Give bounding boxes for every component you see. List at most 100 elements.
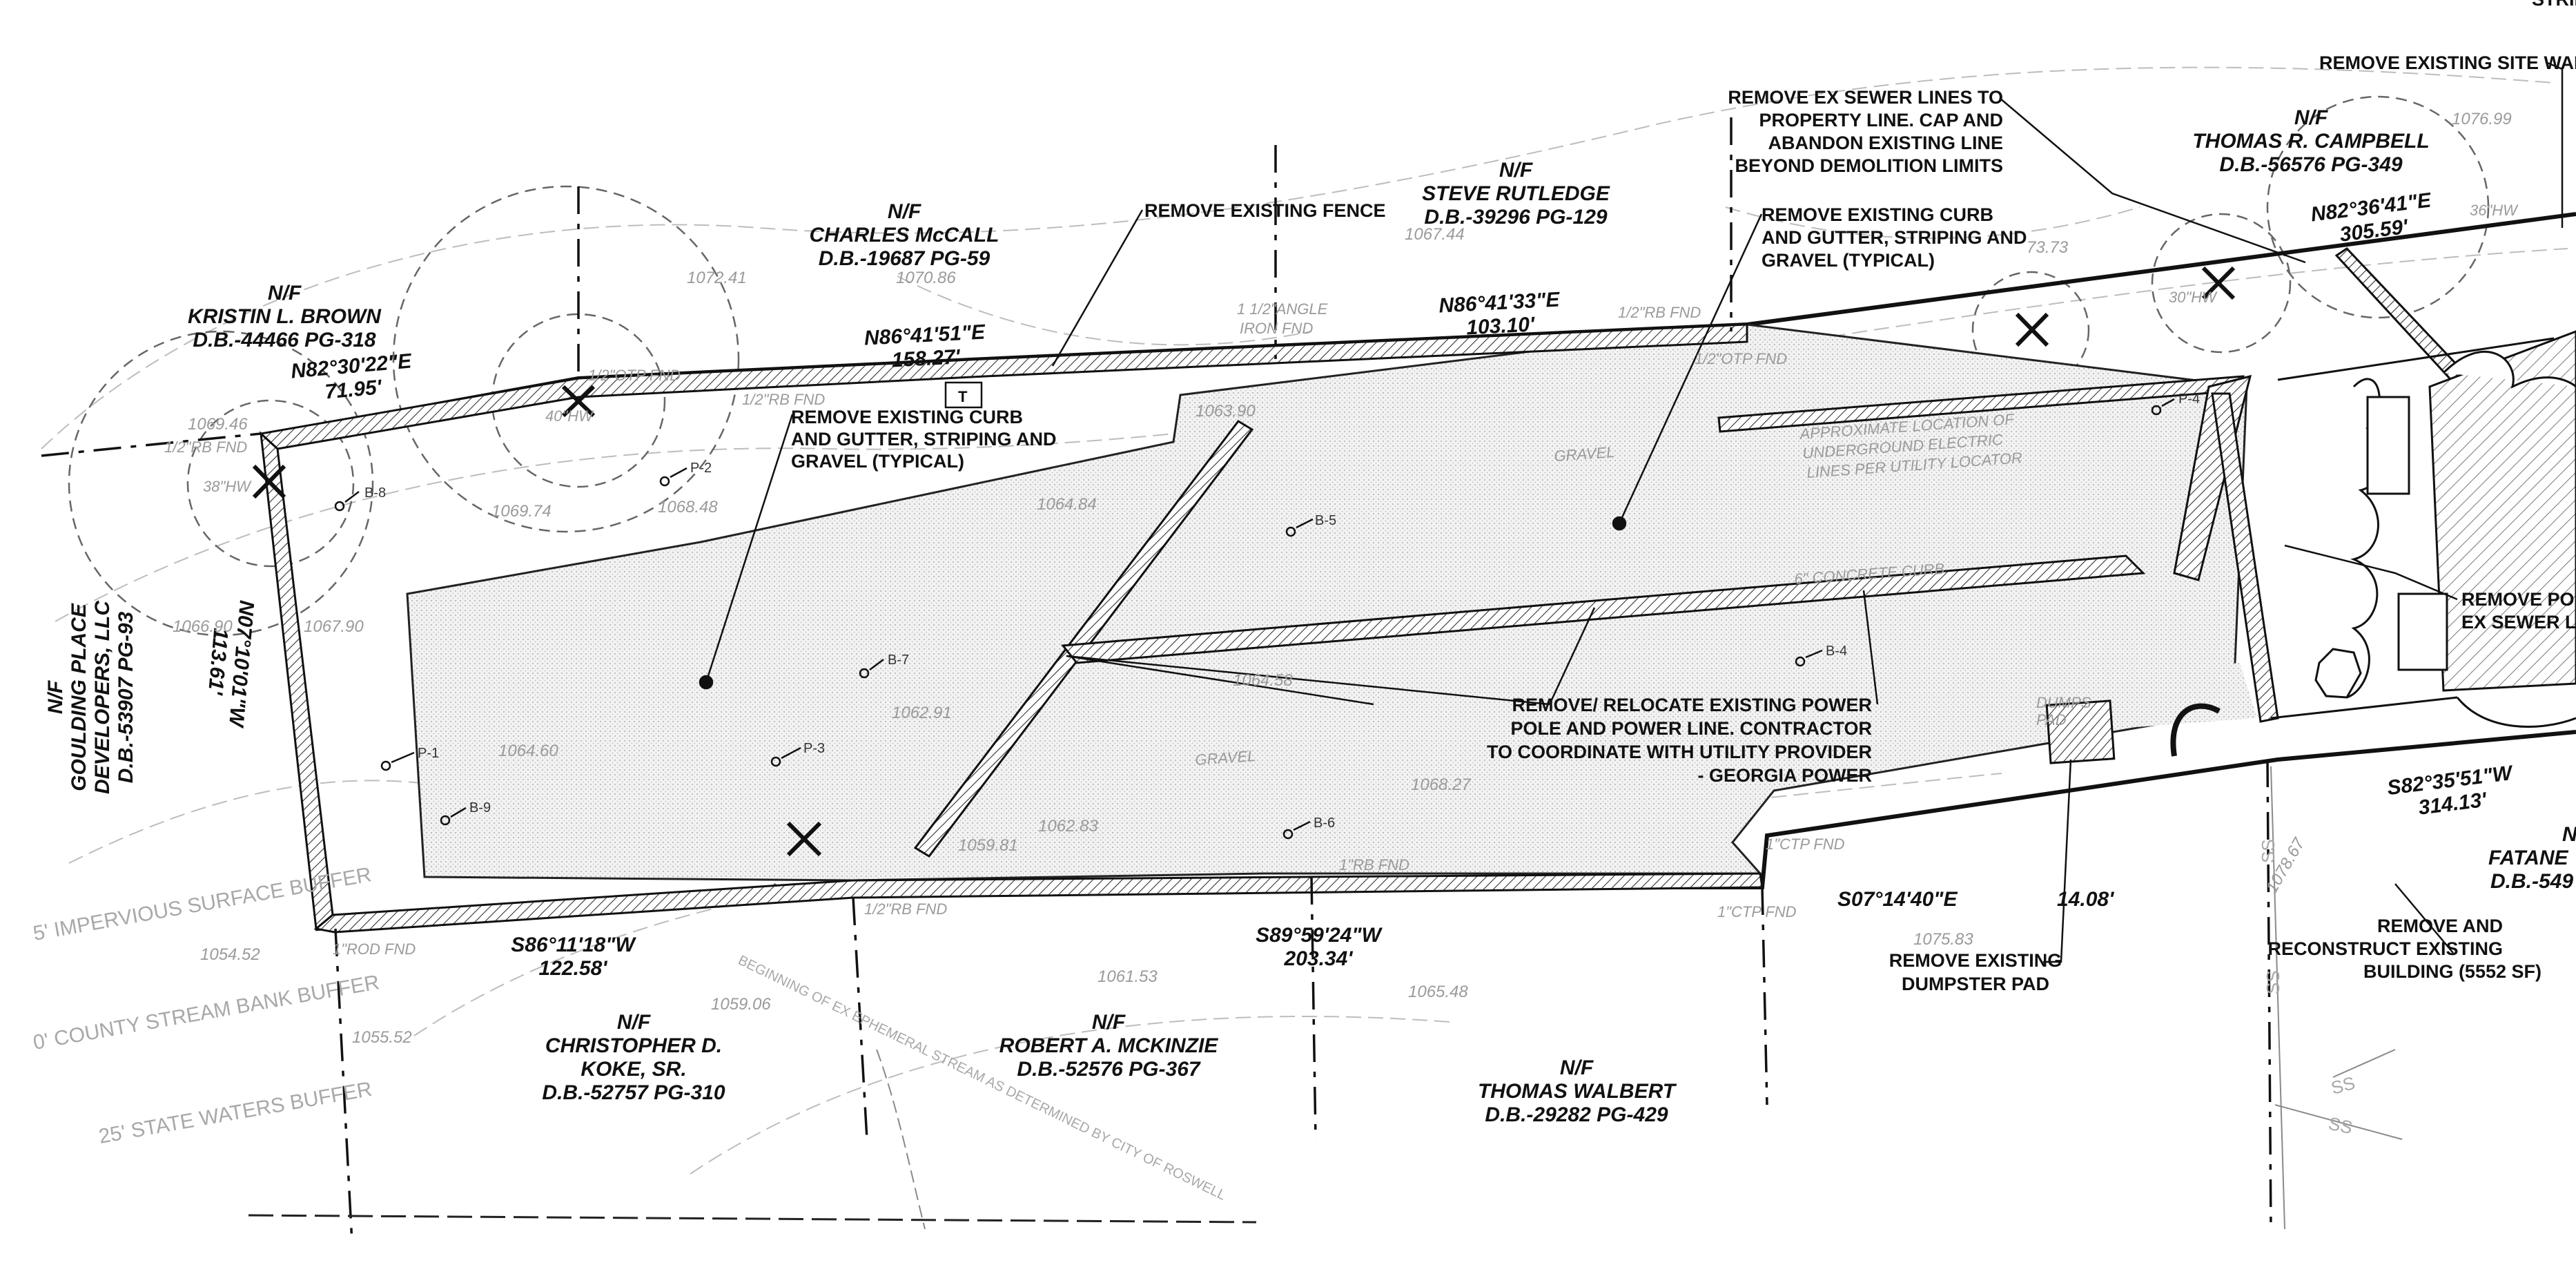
building-shrubs: [2270, 337, 2576, 728]
boring-label: B-6: [1314, 815, 1335, 831]
tree-size-labels: 38"HW 40"HW 30"HW 36"HW: [203, 202, 2519, 495]
spot-elevation: 1064.58: [1233, 671, 1293, 690]
dumpster-pad: [2045, 699, 2116, 764]
boring-icon: [1795, 649, 1823, 667]
spot-elevation: 1055.52: [352, 1028, 412, 1047]
existing-building: [2428, 330, 2576, 692]
note-line: - GEORGIA POWER: [1697, 765, 1872, 786]
pin-label: 1/2"RB FND: [164, 438, 247, 456]
tree-removal-marks: [252, 266, 2236, 857]
tree-label: 38"HW: [203, 478, 252, 495]
owner-deed: D.B.-56576 PG-349: [2219, 153, 2402, 176]
note-sewer-portion: REMOVE PORTIO EX SEWER LINE: [2461, 589, 2576, 632]
bearing-south-1: S86°11'18"W 122.58': [511, 934, 636, 980]
spot-elevation: 1059.81: [958, 836, 1018, 855]
owner-deed: D.B.-29282 PG-429: [1485, 1103, 1668, 1126]
owner-name: THOMAS R. CAMPBELL: [2192, 130, 2429, 153]
bearing-south-short: S07°14'40"E 14.08': [1837, 888, 2114, 911]
owner-name-line1: GOULDING PLACE: [68, 603, 90, 791]
boring-icon: [334, 491, 360, 512]
owner-nf: N/F: [1499, 159, 1533, 182]
owner-deed: D.B.-44466 PG-318: [193, 329, 375, 351]
bearing-north-4: N82°36'41"E 305.59': [2310, 189, 2433, 246]
note-dumpster-pad: REMOVE EXISTING DUMPSTER PAD: [1889, 950, 2062, 994]
pin-label: 1"CTP FND: [1717, 903, 1797, 920]
boring-icon: [2151, 398, 2175, 416]
boring-icon: [859, 659, 884, 679]
spot-elevation: 1067.90: [304, 617, 364, 636]
boring-label: P-1: [418, 746, 439, 761]
boring-label: B-4: [1826, 644, 1847, 659]
bearing-text: N86°41'33"E: [1438, 288, 1561, 317]
spot-elevation: 73.73: [2027, 238, 2069, 257]
spot-elevation: 1075.83: [1913, 930, 1973, 949]
distance-text: 122.58': [539, 957, 608, 980]
boring-markers: [334, 398, 2175, 840]
ss-label: SS: [2263, 970, 2283, 994]
ss-label: SS: [2329, 1072, 2357, 1099]
x-mark-icon: [2015, 312, 2049, 347]
sign-box: [944, 381, 983, 409]
x-mark-icon: [2201, 266, 2236, 300]
bearing-north-3: N86°41'33"E 103.10': [1438, 288, 1561, 339]
boring-label: P-3: [803, 741, 825, 756]
bearing-south-2: S89°59'24"W 203.34': [1256, 924, 1383, 970]
note-line: REMOVE AND: [2377, 916, 2503, 936]
distance-text: 203.34': [1284, 947, 1354, 970]
ss-label: SS: [2327, 1113, 2354, 1139]
distance-text: 103.10': [1465, 313, 1535, 339]
ss-label: SS: [2258, 839, 2279, 863]
owner-robert-mckinzie: N/F ROBERT A. MCKINZIE D.B.-52576 PG-367: [999, 1011, 1219, 1081]
strip-north-boundary: [258, 323, 1748, 450]
owner-name-line1: CHRISTOPHER D.: [545, 1034, 722, 1057]
spot-elevation: 1067.44: [1405, 225, 1465, 244]
note-power-pole: REMOVE/ RELOCATE EXISTING POWER POLE AND…: [1487, 695, 1872, 786]
note-remove-fence: REMOVE EXISTING FENCE: [1144, 200, 1386, 221]
owner-deed: D.B.-39296 PG-129: [1424, 206, 1607, 229]
strip-diagonal: [913, 420, 1254, 858]
spot-elevation: 1062.91: [892, 704, 952, 722]
boring-icon: [1282, 820, 1311, 840]
boring-icon: [1285, 518, 1314, 537]
owner-thomas-campbell: N/F THOMAS R. CAMPBELL D.B.-56576 PG-349: [2192, 106, 2429, 176]
power-line: [1066, 590, 1879, 706]
sanitary-sewer-lines: [248, 766, 2403, 1230]
note-line: RECONSTRUCT EXISTING: [2267, 938, 2503, 959]
pin-label: IRON FND: [1240, 320, 1313, 337]
pin-label: 1/2"RB FND: [1618, 304, 1701, 321]
note-line: DUMPSTER PAD: [1902, 974, 2049, 994]
owner-name-line2: KOKE, SR.: [580, 1058, 686, 1081]
tree-label: 36"HW: [2470, 202, 2519, 219]
boring-icon: [440, 807, 467, 826]
note-remove-curb-left: REMOVE EXISTING CURB AND GUTTER, STRIPIN…: [791, 407, 1057, 472]
boring-label: P-2: [690, 461, 712, 476]
note-remove-curb-right: REMOVE EXISTING CURB AND GUTTER, STRIPIN…: [1762, 204, 2027, 271]
note-line: TO COORDINATE WITH UTILITY PROVIDER: [1487, 742, 1872, 762]
spot-elevation: 1054.52: [200, 945, 260, 964]
sign-label: T: [958, 388, 968, 405]
note-building: REMOVE AND RECONSTRUCT EXISTING BUILDING…: [2267, 916, 2541, 982]
note-sewer-lines: REMOVE EX SEWER LINES TO PROPERTY LINE. …: [1728, 87, 2003, 176]
boring-icon: [659, 467, 687, 487]
note-site-walls: REMOVE EXISTING SITE WALLS: [2319, 52, 2576, 73]
boring-icon: [380, 751, 415, 771]
spot-elevation: 1061.53: [1097, 967, 1158, 986]
x-mark-icon: [786, 821, 822, 857]
owner-nf: N/F: [1092, 1011, 1126, 1034]
boring-label: P-4: [2178, 392, 2200, 407]
dumpster-label: DUMPS: [2036, 694, 2091, 711]
buffer-stream-bank: 0' COUNTY STREAM BANK BUFFER: [31, 971, 381, 1054]
x-mark-icon: [252, 464, 286, 499]
note-line: PROPERTY LINE. CAP AND: [1759, 110, 2003, 131]
note-line: REMOVE EXISTING CURB: [1762, 204, 1993, 225]
owner-name-line2: DEVELOPERS, LLC: [91, 600, 114, 794]
note-line: REMOVE PORTIO: [2461, 589, 2576, 610]
owner-nf: N/F: [888, 200, 921, 223]
x-mark-icon: [561, 385, 596, 418]
note-line: REMOVE EX SEWER LINES TO: [1728, 87, 2003, 108]
distance-text: 14.08': [2057, 888, 2114, 911]
pin-label: 1 1/2"ANGLE: [1237, 300, 1328, 318]
note-line: POLE AND POWER LINE. CONTRACTOR: [1510, 718, 1872, 739]
owner-nf: N/F: [617, 1011, 651, 1034]
